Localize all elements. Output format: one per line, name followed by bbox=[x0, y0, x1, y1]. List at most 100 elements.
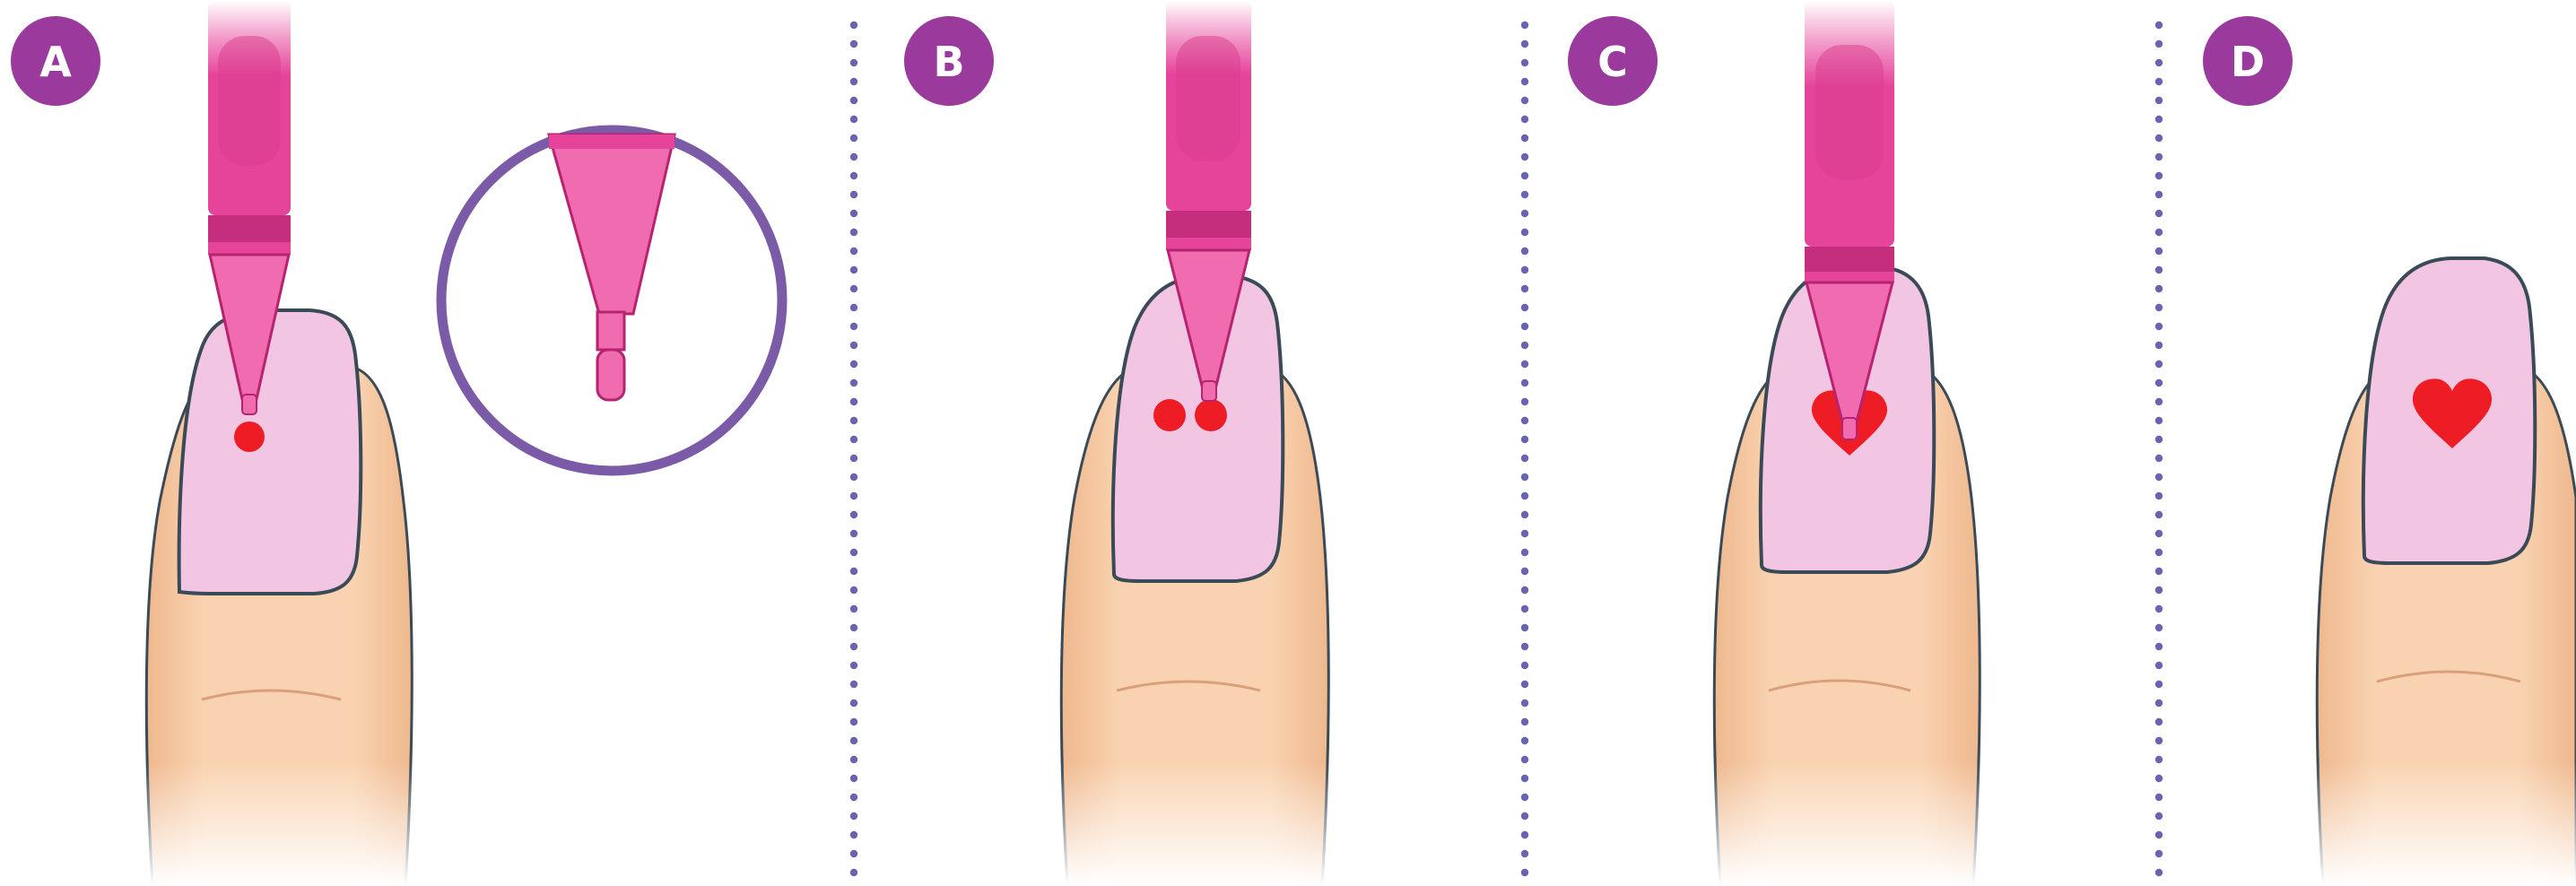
divider-dot bbox=[2155, 681, 2163, 688]
divider-dot bbox=[1521, 850, 1528, 857]
divider-dot bbox=[850, 662, 857, 669]
divider-dot bbox=[850, 304, 857, 311]
divider-dot bbox=[1521, 549, 1528, 556]
divider-dot bbox=[1521, 455, 1528, 462]
divider-dot bbox=[1521, 605, 1528, 612]
divider-dot bbox=[850, 737, 857, 744]
divider-dot bbox=[2155, 492, 2163, 499]
panel-step-b bbox=[1061, 0, 1328, 886]
divider-dot bbox=[850, 511, 857, 518]
divider-dot bbox=[2155, 511, 2163, 518]
step-label: D bbox=[2231, 38, 2265, 86]
divider-dot bbox=[850, 775, 857, 782]
divider-dot bbox=[2155, 869, 2163, 876]
divider-dot bbox=[1521, 210, 1528, 217]
divider-dot bbox=[850, 379, 857, 387]
divider-dot bbox=[2155, 342, 2163, 349]
step-label: B bbox=[933, 38, 964, 86]
divider-dot bbox=[1521, 59, 1528, 66]
divider-dot bbox=[850, 530, 857, 537]
divider-dot bbox=[2155, 794, 2163, 801]
divider-dot bbox=[2155, 229, 2163, 236]
divider-dot bbox=[1521, 756, 1528, 763]
divider-dot bbox=[2155, 40, 2163, 48]
divider-dot bbox=[1521, 492, 1528, 499]
divider-dot bbox=[850, 718, 857, 725]
divider-dot bbox=[850, 342, 857, 349]
divider-dot bbox=[2155, 812, 2163, 820]
divider-dot bbox=[1521, 360, 1528, 368]
paint-dot bbox=[1153, 399, 1186, 431]
divider-dot bbox=[850, 643, 857, 650]
divider-dot bbox=[2155, 831, 2163, 838]
divider-dot bbox=[850, 794, 857, 801]
divider-dot bbox=[1521, 153, 1528, 161]
divider-dot bbox=[2155, 210, 2163, 217]
divider-dot bbox=[2155, 360, 2163, 368]
divider-dot bbox=[2155, 266, 2163, 274]
divider-dot bbox=[850, 323, 857, 330]
divider-dot bbox=[850, 266, 857, 274]
divider-dot bbox=[2155, 172, 2163, 179]
divider-dot bbox=[850, 869, 857, 876]
divider-dot bbox=[1521, 568, 1528, 575]
divider-dot bbox=[1521, 794, 1528, 801]
divider-dot bbox=[1521, 681, 1528, 688]
divider-dot bbox=[1521, 248, 1528, 255]
divider-dot bbox=[2155, 248, 2163, 255]
divider-dot bbox=[2155, 718, 2163, 725]
divider-dot bbox=[2155, 97, 2163, 104]
step-badge-c: C bbox=[1568, 16, 1658, 106]
divider-dot bbox=[2155, 624, 2163, 631]
divider-dot bbox=[2155, 135, 2163, 142]
divider-dot bbox=[2155, 285, 2163, 292]
divider-dot bbox=[850, 812, 857, 820]
divider-line bbox=[1521, 22, 1528, 876]
divider-dot bbox=[1521, 229, 1528, 236]
divider-dot bbox=[850, 831, 857, 838]
step-badge-d: D bbox=[2203, 16, 2293, 106]
divider-dot bbox=[850, 549, 857, 556]
step-badge-a: A bbox=[11, 16, 100, 106]
divider-dot bbox=[1521, 97, 1528, 104]
divider-dot bbox=[1521, 266, 1528, 274]
divider-dot bbox=[850, 153, 857, 161]
divider-dot bbox=[850, 360, 857, 368]
divider-line bbox=[2155, 22, 2163, 876]
divider-dot bbox=[850, 492, 857, 499]
divider-dot bbox=[1521, 379, 1528, 387]
divider-dot bbox=[2155, 436, 2163, 443]
divider-dot bbox=[1521, 285, 1528, 292]
divider-dot bbox=[850, 586, 857, 594]
panel-step-d bbox=[2317, 258, 2576, 886]
divider-dot bbox=[1521, 511, 1528, 518]
divider-dot bbox=[2155, 398, 2163, 405]
divider-dot bbox=[1521, 624, 1528, 631]
divider-dot bbox=[850, 850, 857, 857]
divider-dot bbox=[850, 624, 857, 631]
divider-dot bbox=[1521, 699, 1528, 707]
step-label: A bbox=[39, 38, 72, 86]
divider-dot bbox=[1521, 737, 1528, 744]
divider-dot bbox=[850, 210, 857, 217]
divider-dot bbox=[2155, 455, 2163, 462]
step-badges: A B C D bbox=[11, 16, 2293, 106]
divider-dot bbox=[850, 605, 857, 612]
divider-dot bbox=[850, 191, 857, 198]
divider-dot bbox=[1521, 304, 1528, 311]
divider-dot bbox=[1521, 342, 1528, 349]
divider-dot bbox=[1521, 172, 1528, 179]
divider-dot bbox=[1521, 78, 1528, 85]
panel-step-c bbox=[1714, 0, 1980, 886]
divider-dot bbox=[2155, 116, 2163, 123]
divider-dot bbox=[1521, 643, 1528, 650]
divider-line bbox=[850, 22, 857, 876]
divider-dot bbox=[2155, 153, 2163, 161]
divider-dot bbox=[2155, 568, 2163, 575]
divider-dot bbox=[850, 473, 857, 481]
step-label: C bbox=[1597, 38, 1628, 86]
divider-dot bbox=[2155, 662, 2163, 669]
divider-dot bbox=[1521, 530, 1528, 537]
divider-dot bbox=[850, 417, 857, 424]
